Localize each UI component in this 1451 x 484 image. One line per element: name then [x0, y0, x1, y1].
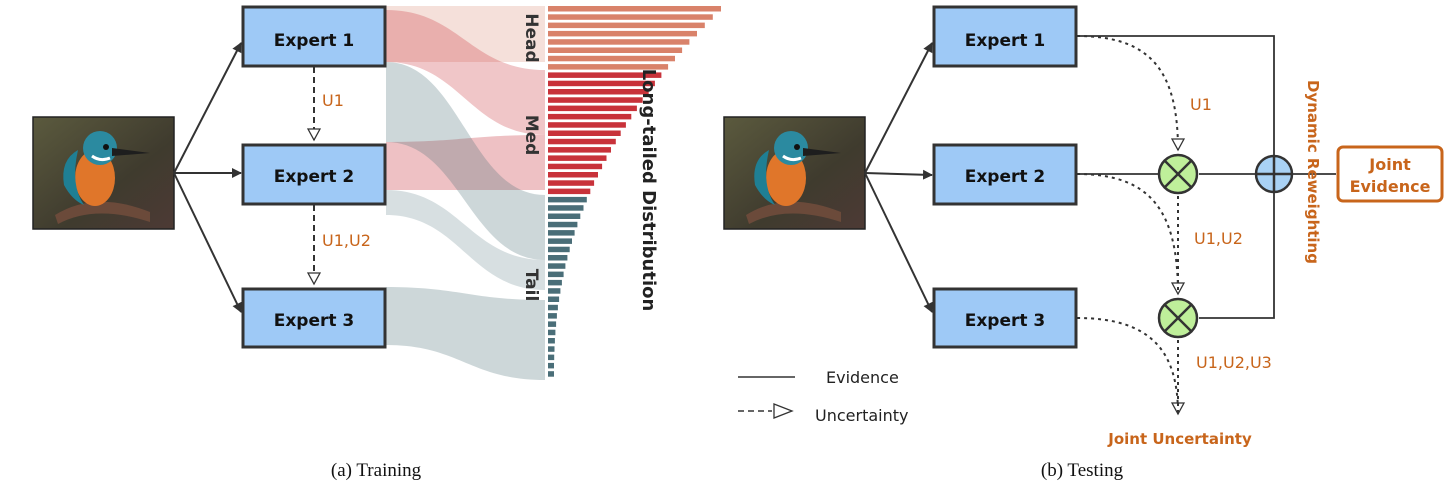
testing-panel: Expert 1 Expert 2 Expert 3 [723, 5, 1444, 481]
training-expert-1-label: Expert 1 [274, 31, 355, 51]
distribution-bar [548, 221, 578, 228]
training-expert-3-label: Expert 3 [274, 311, 355, 331]
distribution-bar [548, 255, 568, 261]
distribution-bar [548, 130, 621, 136]
testing-caption: (b) Testing [1041, 460, 1124, 481]
distribution-bar [548, 362, 554, 369]
distribution-bar [548, 155, 607, 161]
distribution-bar [548, 14, 713, 20]
distribution-bar [548, 97, 643, 103]
distribution-bar [548, 238, 572, 244]
distribution-bar [548, 246, 570, 253]
oplus-node [1254, 154, 1294, 194]
distribution-bar [548, 22, 705, 29]
distribution-bar [548, 329, 556, 336]
distribution-bar [548, 6, 721, 12]
distribution-bar [548, 72, 662, 78]
training-caption: (a) Training [331, 460, 422, 481]
testing-expert-1-label: Expert 1 [965, 31, 1046, 51]
distribution-bar [548, 230, 575, 236]
distribution-bar [548, 80, 655, 87]
distribution-bar [548, 263, 566, 269]
kingfisher-image [32, 116, 175, 230]
distribution-bar [548, 122, 626, 128]
distribution-bar [548, 47, 683, 53]
joint-evidence-box: Joint Evidence [1336, 145, 1444, 203]
distribution-bar [548, 271, 564, 278]
testing-expert-3-label: Expert 3 [965, 311, 1046, 331]
distribution-bar [548, 205, 584, 211]
distribution-bar [548, 172, 598, 178]
distribution-bar [548, 354, 555, 361]
distribution-bar [548, 163, 603, 170]
distribution-bar [548, 180, 595, 186]
joint-evidence-line-2: Evidence [1350, 177, 1431, 196]
distribution-bar [548, 338, 555, 344]
distribution-bar [548, 113, 632, 120]
training-expert-2: Expert 2 [241, 143, 387, 206]
distribution-bar [548, 39, 690, 45]
distribution-bar [548, 64, 669, 70]
distribution-bar [548, 30, 697, 37]
distribution-bar [548, 105, 637, 112]
distribution-bar [548, 288, 561, 294]
legend: Evidence Uncertainty [738, 368, 908, 425]
testing-u1-label: U1 [1190, 95, 1212, 114]
joint-uncertainty-label: Joint Uncertainty [1107, 430, 1252, 448]
legend-uncertainty-label: Uncertainty [815, 406, 908, 425]
testing-u1u2-label: U1,U2 [1194, 229, 1243, 248]
distribution-bar [548, 213, 581, 219]
joint-evidence-line-1: Joint [1368, 155, 1411, 174]
kingfisher-image-testing [723, 116, 866, 230]
testing-expert-3: Expert 3 [932, 287, 1078, 349]
training-expert-2-label: Expert 2 [274, 167, 355, 187]
legend-evidence-label: Evidence [826, 368, 899, 387]
training-expert-3: Expert 3 [241, 287, 387, 349]
distribution-bar [548, 147, 611, 153]
testing-u1u2u3-label: U1,U2,U3 [1196, 353, 1272, 372]
training-panel: Expert 1 Expert 2 Expert 3 U1 U1,U2 Head… [32, 5, 721, 481]
dynamic-reweighting-label: Dynamic Reweighting [1304, 80, 1322, 264]
testing-expert-2-label: Expert 2 [965, 167, 1046, 187]
distribution-bar [548, 196, 587, 203]
tail-label: Tail [521, 269, 541, 302]
long-tailed-bars [548, 6, 721, 377]
distribution-bar [548, 55, 675, 62]
distribution-bar [548, 321, 557, 327]
distribution-bar [548, 304, 558, 311]
otimes-node-1 [1157, 153, 1199, 195]
training-u1-label: U1 [322, 91, 344, 110]
distribution-bar [548, 89, 649, 95]
distribution-bar [548, 371, 554, 377]
distribution-bar [548, 138, 616, 145]
distribution-bar [548, 313, 557, 319]
testing-expert-1: Expert 1 [932, 5, 1078, 68]
testing-expert-2: Expert 2 [932, 143, 1078, 206]
sankey-flows [386, 6, 545, 380]
training-u1u2-label: U1,U2 [322, 231, 371, 250]
distribution-bar [548, 188, 591, 195]
distribution-bar [548, 296, 560, 302]
distribution-bar [548, 279, 562, 286]
head-label: Head [521, 13, 541, 62]
med-label: Med [521, 115, 541, 156]
distribution-bar [548, 346, 555, 352]
training-expert-1: Expert 1 [241, 5, 387, 68]
otimes-node-2 [1157, 297, 1199, 339]
distribution-label: Long-tailed Distribution [638, 69, 659, 312]
